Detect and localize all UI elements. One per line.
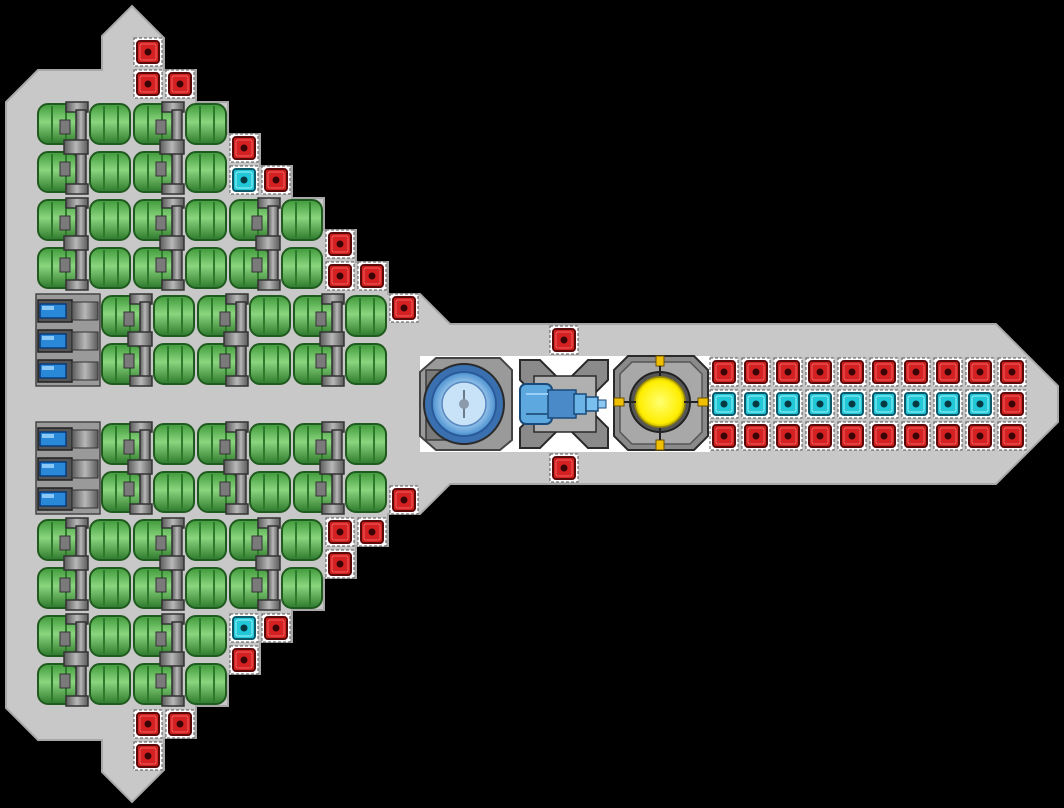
cargo-container-icon[interactable] xyxy=(229,517,323,611)
reactor-icon[interactable] xyxy=(613,355,709,451)
shield-block-icon[interactable] xyxy=(773,389,803,419)
cargo-container-icon[interactable] xyxy=(37,517,131,611)
shield-block-icon[interactable] xyxy=(709,389,739,419)
cargo-container-icon[interactable] xyxy=(133,197,227,291)
armor-shield-layer xyxy=(133,37,1027,771)
cargo-container-icon[interactable] xyxy=(293,421,387,515)
shield-block-icon[interactable] xyxy=(933,389,963,419)
armor-block-icon[interactable] xyxy=(933,421,963,451)
cargo-container-icon[interactable] xyxy=(229,197,323,291)
armor-block-icon[interactable] xyxy=(325,229,355,259)
armor-block-icon[interactable] xyxy=(709,421,739,451)
armor-block-icon[interactable] xyxy=(357,261,387,291)
armor-block-icon[interactable] xyxy=(997,357,1027,387)
armor-block-icon[interactable] xyxy=(165,69,195,99)
shield-block-icon[interactable] xyxy=(805,389,835,419)
cargo-container-icon[interactable] xyxy=(293,293,387,387)
armor-block-icon[interactable] xyxy=(773,421,803,451)
cargo-container-icon[interactable] xyxy=(133,101,227,195)
cargo-container-icon[interactable] xyxy=(37,613,131,707)
armor-block-icon[interactable] xyxy=(357,517,387,547)
thruster-bank-icon[interactable] xyxy=(35,421,101,515)
armor-block-icon[interactable] xyxy=(741,421,771,451)
cargo-container-icon[interactable] xyxy=(37,197,131,291)
shield-block-icon[interactable] xyxy=(901,389,931,419)
armor-block-icon[interactable] xyxy=(869,421,899,451)
armor-block-icon[interactable] xyxy=(325,549,355,579)
armor-block-icon[interactable] xyxy=(389,485,419,515)
armor-block-icon[interactable] xyxy=(549,325,579,355)
armor-block-icon[interactable] xyxy=(133,709,163,739)
armor-block-icon[interactable] xyxy=(709,357,739,387)
armor-block-icon[interactable] xyxy=(325,261,355,291)
cargo-container-icon[interactable] xyxy=(101,293,195,387)
armor-block-icon[interactable] xyxy=(549,453,579,483)
shield-block-icon[interactable] xyxy=(741,389,771,419)
armor-block-icon[interactable] xyxy=(133,69,163,99)
armor-block-icon[interactable] xyxy=(133,741,163,771)
cockpit-icon[interactable] xyxy=(419,357,513,451)
cargo-container-icon[interactable] xyxy=(133,613,227,707)
armor-block-icon[interactable] xyxy=(133,37,163,67)
armor-block-icon[interactable] xyxy=(165,709,195,739)
thruster-layer xyxy=(35,293,101,515)
armor-block-icon[interactable] xyxy=(229,645,259,675)
armor-block-icon[interactable] xyxy=(997,421,1027,451)
armor-block-icon[interactable] xyxy=(933,357,963,387)
armor-block-icon[interactable] xyxy=(229,133,259,163)
cargo-container-icon[interactable] xyxy=(101,421,195,515)
gun-icon[interactable] xyxy=(519,359,609,449)
armor-block-icon[interactable] xyxy=(901,357,931,387)
armor-block-icon[interactable] xyxy=(805,421,835,451)
armor-block-icon[interactable] xyxy=(837,421,867,451)
armor-block-icon[interactable] xyxy=(325,517,355,547)
armor-block-icon[interactable] xyxy=(869,357,899,387)
armor-block-icon[interactable] xyxy=(741,357,771,387)
armor-block-icon[interactable] xyxy=(997,389,1027,419)
shield-block-icon[interactable] xyxy=(229,613,259,643)
cargo-container-icon[interactable] xyxy=(37,101,131,195)
cargo-container-icon[interactable] xyxy=(197,293,291,387)
armor-block-icon[interactable] xyxy=(901,421,931,451)
cargo-container-icon[interactable] xyxy=(133,517,227,611)
armor-block-icon[interactable] xyxy=(773,357,803,387)
armor-block-icon[interactable] xyxy=(261,165,291,195)
shield-block-icon[interactable] xyxy=(965,389,995,419)
shield-block-icon[interactable] xyxy=(229,165,259,195)
armor-block-icon[interactable] xyxy=(389,293,419,323)
cargo-layer xyxy=(37,101,387,707)
thruster-bank-icon[interactable] xyxy=(35,293,101,387)
shield-block-icon[interactable] xyxy=(837,389,867,419)
armor-block-icon[interactable] xyxy=(261,613,291,643)
armor-block-icon[interactable] xyxy=(837,357,867,387)
hull-spine xyxy=(36,388,420,418)
cargo-container-icon[interactable] xyxy=(197,421,291,515)
shield-block-icon[interactable] xyxy=(869,389,899,419)
armor-block-icon[interactable] xyxy=(965,421,995,451)
armor-block-icon[interactable] xyxy=(965,357,995,387)
armor-block-icon[interactable] xyxy=(805,357,835,387)
